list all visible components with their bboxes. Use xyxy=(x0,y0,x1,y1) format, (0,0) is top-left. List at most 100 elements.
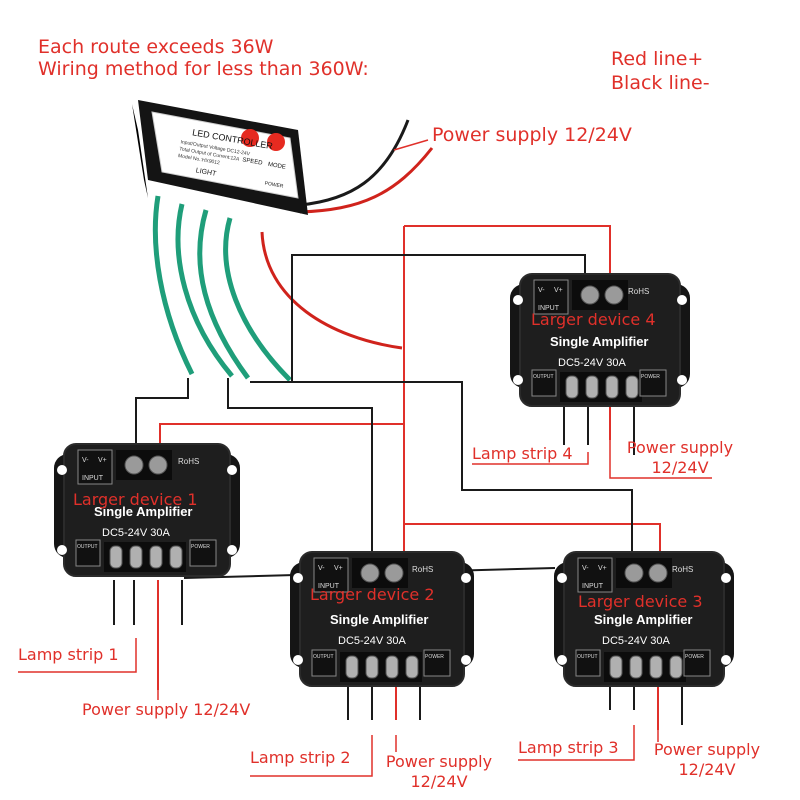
lamp-strip-3-label: Lamp strip 3 xyxy=(518,738,619,757)
input-label: INPUT xyxy=(318,583,340,590)
output-screw xyxy=(629,655,643,679)
mount-hole xyxy=(513,295,523,305)
device-2-label: Larger device 2 xyxy=(310,585,435,604)
power-supply-4-line1: Power supply xyxy=(626,438,734,457)
signal-wire-4 xyxy=(223,217,292,382)
mount-hole xyxy=(57,465,67,475)
power-supply-3-line1: Power supply xyxy=(653,740,761,759)
power-supply-2-label: Power supply 12/24V xyxy=(376,752,502,792)
signal-wire-2 xyxy=(175,203,234,378)
power-supply-top-label: Power supply 12/24V xyxy=(432,124,632,146)
mount-hole xyxy=(227,465,237,475)
input-label-box xyxy=(77,449,113,485)
input-vplus-label: V+ xyxy=(554,287,563,294)
output-screw xyxy=(385,655,399,679)
input-screw xyxy=(624,563,644,583)
callout-lamp1 xyxy=(18,638,137,673)
supply-positive-wire xyxy=(299,147,434,214)
mount-hole xyxy=(461,573,471,583)
input-screw xyxy=(580,285,600,305)
device-rating: DC5-24V 30A xyxy=(102,527,171,539)
output-label-box xyxy=(75,539,101,567)
input-screw xyxy=(384,563,404,583)
output-screw xyxy=(605,375,619,399)
controller-positive-wire xyxy=(260,231,403,350)
power-label-box xyxy=(189,539,217,567)
device-rating: DC5-24V 30A xyxy=(338,635,407,647)
signal-wire-3 xyxy=(197,209,251,380)
output-screw xyxy=(649,655,663,679)
input-screw xyxy=(148,455,168,475)
power-label: POWER xyxy=(191,544,210,550)
power-label-box xyxy=(423,649,451,677)
input-label: INPUT xyxy=(538,305,560,312)
signal-wire-1 xyxy=(152,195,195,376)
output-screw xyxy=(149,545,163,569)
callout-lamp3 xyxy=(518,725,635,761)
mount-hole xyxy=(557,655,567,665)
output-screw xyxy=(669,655,683,679)
device-rating: DC5-24V 30A xyxy=(558,357,627,369)
mount-hole xyxy=(677,375,687,385)
output-screw xyxy=(405,655,419,679)
device-4-label: Larger device 4 xyxy=(531,310,656,329)
power-label: POWER xyxy=(425,654,444,660)
controller-speed: SPEED xyxy=(242,157,264,167)
rohs-mark: RoHS xyxy=(178,457,199,466)
input-vminus-label: V- xyxy=(318,565,325,572)
controller-light: LIGHT xyxy=(195,167,217,178)
speed-button xyxy=(241,129,259,147)
output-screw xyxy=(565,375,579,399)
mount-hole xyxy=(513,375,523,385)
device-3-label: Larger device 3 xyxy=(578,592,703,611)
rohs-mark: RoHS xyxy=(628,287,649,296)
lamp-strip-1-label: Lamp strip 1 xyxy=(18,645,119,664)
mount-hole xyxy=(677,295,687,305)
input-vminus-label: V- xyxy=(82,457,89,464)
mount-hole xyxy=(557,573,567,583)
callout-supply-top xyxy=(393,139,429,151)
header-line-2: Wiring method for less than 360W: xyxy=(38,58,369,80)
output-label: OUTPUT xyxy=(77,544,98,550)
device-rating: DC5-24V 30A xyxy=(602,635,671,647)
output-label: OUTPUT xyxy=(577,654,598,660)
input-label: INPUT xyxy=(582,583,604,590)
legend-red-line: Red line+ xyxy=(611,48,704,70)
power-supply-2-line2: 12/24V xyxy=(410,772,468,791)
red-bus-main xyxy=(404,225,611,278)
power-label: POWER xyxy=(685,654,704,660)
callout-lamp2 xyxy=(250,735,373,777)
rohs-mark: RoHS xyxy=(672,565,693,574)
output-screw xyxy=(609,655,623,679)
mode-button xyxy=(267,133,285,151)
power-supply-3-line2: 12/24V xyxy=(678,760,736,779)
callout-d4-power xyxy=(609,440,712,479)
power-label-box xyxy=(683,649,711,677)
output-label: OUTPUT xyxy=(313,654,334,660)
controller-mode: MODE xyxy=(267,162,286,171)
device-1-label: Larger device 1 xyxy=(73,490,198,509)
device-brand: Single Amplifier xyxy=(550,334,648,349)
input-label-box xyxy=(577,557,613,593)
header-line-1: Each route exceeds 36W xyxy=(38,36,274,58)
input-vminus-label: V- xyxy=(538,287,545,294)
legend-black-line: Black line- xyxy=(611,72,710,94)
led-controller: LED CONTROLLER SPEED MODE Input/Output V… xyxy=(132,100,308,215)
input-vplus-label: V+ xyxy=(334,565,343,572)
output-screw xyxy=(109,545,123,569)
output-label-box xyxy=(531,369,557,397)
output-screw xyxy=(365,655,379,679)
input-screw xyxy=(604,285,624,305)
input-vplus-label: V+ xyxy=(98,457,107,464)
power-supply-2-line1: Power supply xyxy=(385,752,493,771)
mount-hole xyxy=(461,655,471,665)
lamp-strip-2-label: Lamp strip 2 xyxy=(250,748,351,767)
input-vplus-label: V+ xyxy=(598,565,607,572)
controller-power: POWER xyxy=(264,181,284,190)
black-wire-device3 xyxy=(250,381,633,566)
